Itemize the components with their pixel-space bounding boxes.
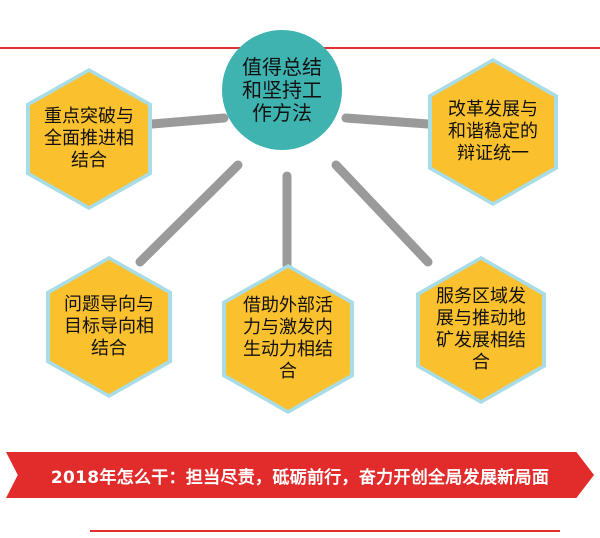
connector-line: [331, 160, 433, 267]
connector-line: [341, 113, 433, 129]
connector-line: [147, 113, 229, 129]
method-node-text: 借助外部活力与激发内生动力相结合: [243, 295, 333, 382]
center-node: 值得总结和坚持工作方法: [222, 30, 342, 150]
method-node-text: 重点突破与全面推进相结合: [44, 106, 134, 171]
connector-line: [135, 160, 243, 267]
method-node-text: 问题导向与目标导向相结合: [64, 294, 154, 359]
banner-text: 2018年怎么干：担当尽责，砥砺前行，奋力开创全局发展新局面: [50, 467, 550, 488]
method-node-regional-development: 服务区域发展与推动地矿发展相结合: [416, 256, 546, 404]
method-node-text: 改革发展与和谐稳定的辩证统一: [448, 99, 538, 164]
center-node-text: 值得总结和坚持工作方法: [242, 54, 322, 125]
bottom-divider: [90, 530, 560, 532]
method-node-text: 服务区域发展与推动地矿发展相结合: [436, 286, 526, 373]
banner: 2018年怎么干：担当尽责，砥砺前行，奋力开创全局发展新局面: [6, 452, 594, 498]
method-node-external-internal: 借助外部活力与激发内生动力相结合: [222, 264, 354, 414]
